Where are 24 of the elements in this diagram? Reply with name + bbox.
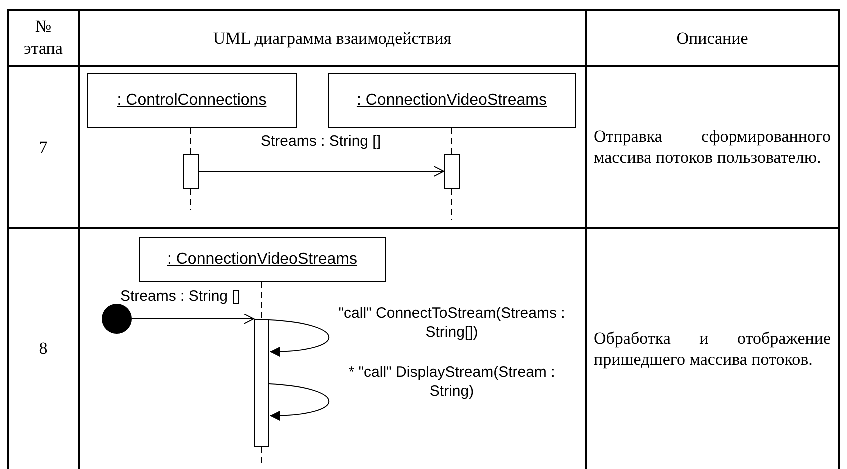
column-header: UML диаграмма взаимодействия <box>213 28 452 48</box>
row-number: 8 <box>39 338 48 359</box>
activation-bar <box>444 154 460 189</box>
message-label: Streams : String [] <box>260 132 382 151</box>
description-text: Обработка и отображение пришедшего массива потоков. <box>594 328 831 370</box>
lifeline-head-box: : ConnectionVideoStreams <box>139 237 386 282</box>
activation-bar <box>254 319 269 447</box>
message-label: Streams : String [] <box>119 287 242 306</box>
message-arrow <box>198 166 444 177</box>
activation-bar <box>183 154 199 189</box>
lifeline-head-box: : ConnectionVideoStreams <box>328 73 576 128</box>
message-label: "call" ConnectToStream(Streams : String[]) <box>338 304 566 342</box>
lifeline <box>261 282 262 320</box>
column-header: Описание <box>676 28 748 48</box>
message-arrow <box>132 314 254 324</box>
start-circle <box>102 304 132 334</box>
row-number: 7 <box>39 136 48 158</box>
lifeline-head-box: : ControlConnections <box>87 73 297 128</box>
self-message-arrow <box>268 320 330 357</box>
column-header: № этапа <box>23 16 64 60</box>
lifeline <box>190 128 192 154</box>
self-message-arrow <box>268 384 330 421</box>
description-text: Отправка сформированного массива потоков пользователю. <box>594 126 831 168</box>
message-label: * "call" DisplayStream(Stream : String) <box>348 363 556 401</box>
